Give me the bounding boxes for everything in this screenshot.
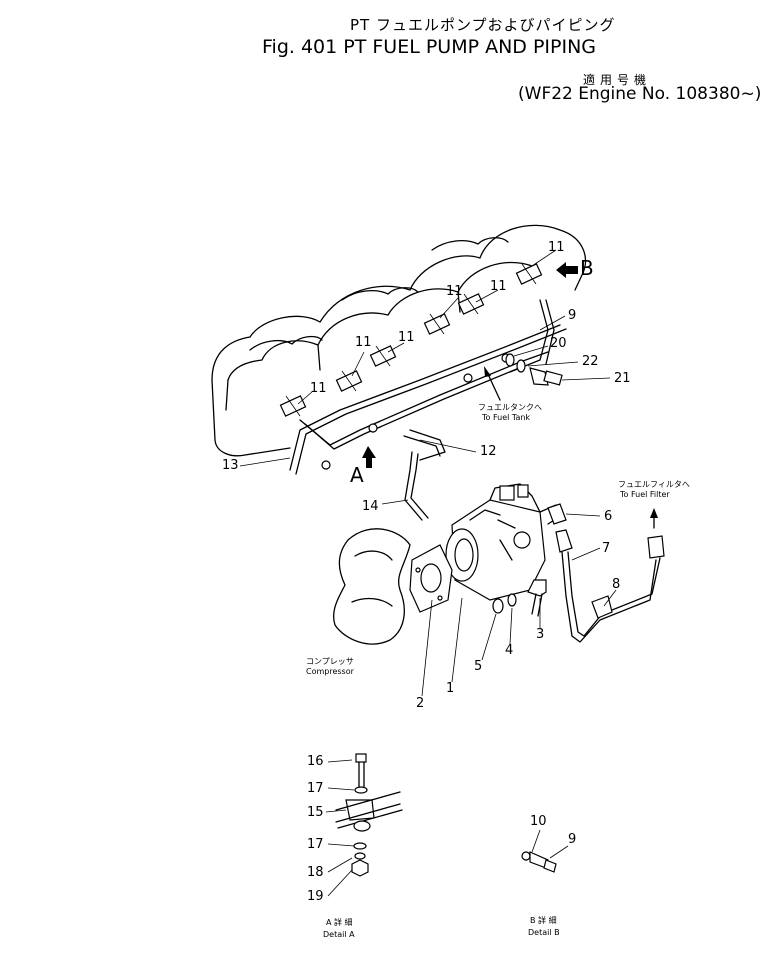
view-a-arrow — [362, 446, 376, 468]
callout-1: 1 — [446, 681, 455, 696]
detail-a-drawing — [325, 753, 403, 897]
engine-cylinder-head — [211, 224, 587, 457]
callout-9: 9 — [568, 308, 577, 323]
callout-7: 7 — [602, 541, 611, 556]
callout-11: 11 — [490, 279, 507, 294]
detail-b-drawing — [521, 829, 569, 873]
callout-11: 11 — [446, 284, 463, 299]
callout-11: 11 — [548, 240, 565, 255]
callout-21: 21 — [614, 371, 631, 386]
pump-mounting-hardware — [492, 579, 547, 617]
callout-2: 2 — [416, 696, 425, 711]
serial-range-japanese: 適用号機 — [583, 73, 652, 87]
gasket — [409, 544, 453, 613]
bolt-and-washers-20-22-21 — [505, 353, 563, 386]
callout-12: 12 — [480, 444, 497, 459]
callout-11: 11 — [355, 335, 372, 350]
callout-11: 11 — [398, 330, 415, 345]
detail-callout-19: 19 — [307, 889, 324, 904]
fuel-filter-line — [547, 503, 665, 643]
callout-11: 11 — [310, 381, 327, 396]
detail-callout-9: 9 — [568, 832, 577, 847]
detail-callout-17: 17 — [307, 781, 324, 796]
detail-b-label: Detail B — [528, 928, 560, 937]
title-japanese: PT フュエルポンプおよびパイピング — [350, 16, 616, 34]
callout-8: 8 — [612, 577, 621, 592]
detail-callout-10: 10 — [530, 814, 547, 829]
callout-14: 14 — [362, 499, 379, 514]
detail-callout-17: 17 — [307, 837, 324, 852]
callout-20: 20 — [550, 336, 567, 351]
callout-13: 13 — [222, 458, 239, 473]
callout-4: 4 — [505, 643, 514, 658]
callout-22: 22 — [582, 354, 599, 369]
to-fuel-filter-en: To Fuel Filter — [620, 490, 670, 499]
detail-callout-15: 15 — [307, 805, 324, 820]
compressor-label-en: Compressor — [306, 667, 354, 676]
view-a-label: A — [350, 463, 364, 487]
callout-3: 3 — [536, 627, 545, 642]
view-b-label: B — [580, 256, 594, 280]
compressor-label-jp: コンプレッサ — [306, 657, 354, 666]
detail-callout-16: 16 — [307, 754, 324, 769]
to-fuel-tank-pointer — [486, 371, 501, 401]
to-fuel-filter-jp: フュエルフィルタへ — [618, 480, 690, 489]
to-fuel-tank-en: To Fuel Tank — [482, 413, 531, 422]
serial-range: (WF22 Engine No. 108380~) — [518, 84, 762, 104]
detail-callout-18: 18 — [307, 865, 324, 880]
leader-lines — [239, 249, 617, 697]
fuel-pump — [445, 483, 563, 601]
to-fuel-tank-jp: フュエルタンクへ — [478, 403, 542, 412]
detail-a-label-jp: A 詳 細 — [326, 918, 353, 927]
compressor — [333, 528, 411, 645]
callout-5: 5 — [474, 659, 483, 674]
injector-tubing — [289, 299, 567, 521]
detail-b-label-jp: B 詳 細 — [530, 916, 557, 925]
view-b-arrow — [556, 262, 578, 278]
detail-a-label: Detail A — [323, 930, 355, 939]
figure-title: Fig. 401 PT FUEL PUMP AND PIPING — [262, 36, 597, 58]
callout-6: 6 — [604, 509, 613, 524]
